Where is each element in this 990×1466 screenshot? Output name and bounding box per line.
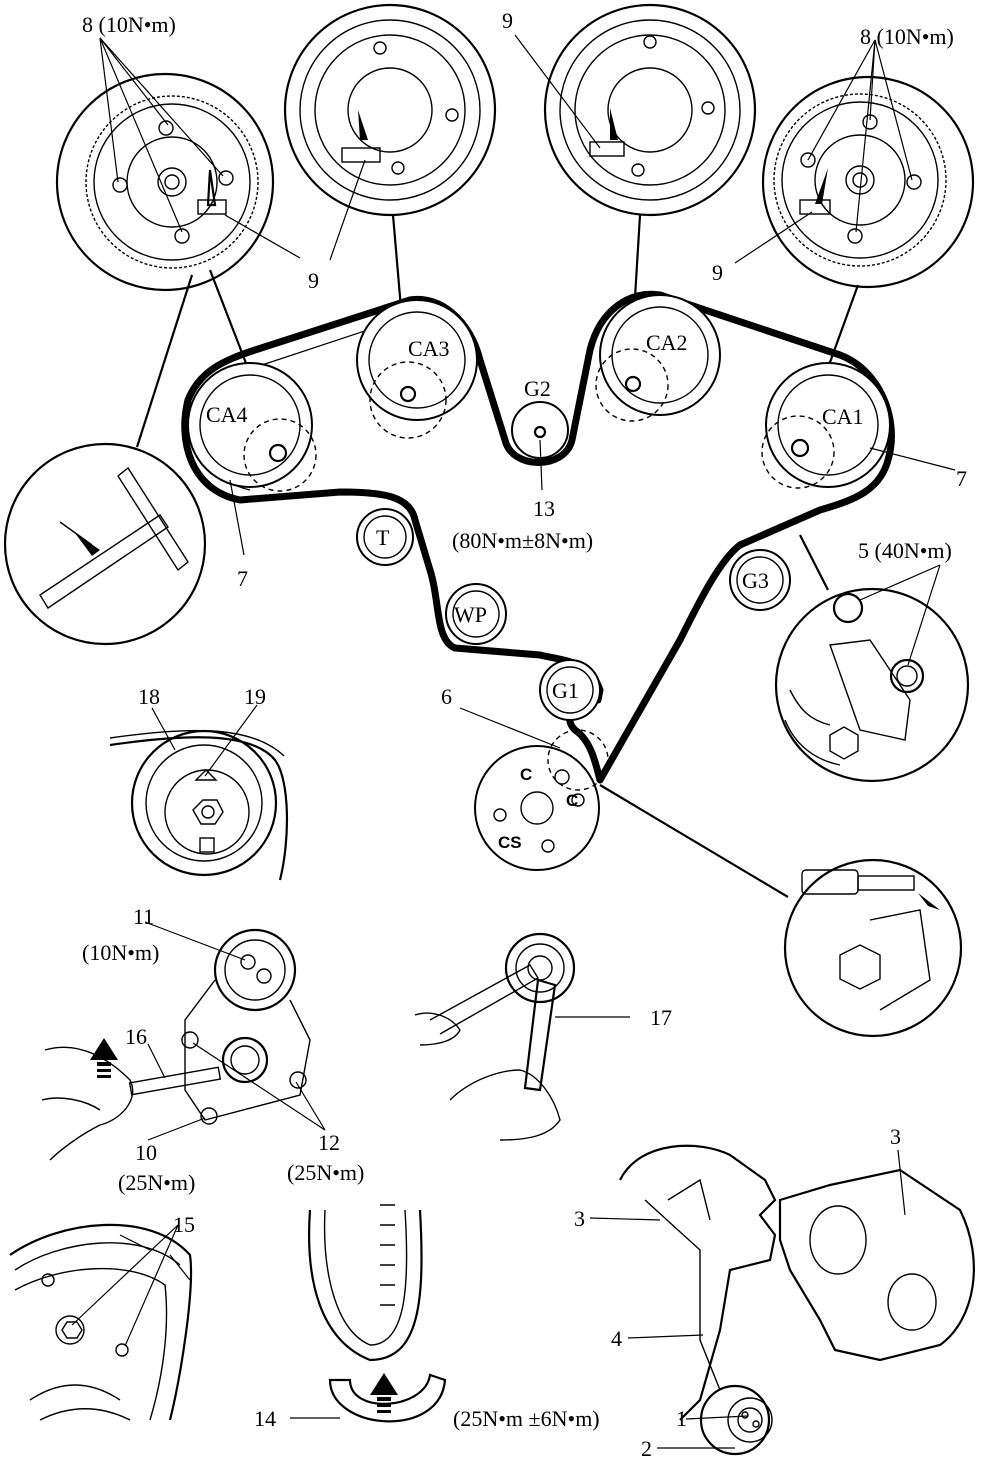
screw-icon [631,163,645,177]
label-17: 17 [650,1005,672,1030]
label-5: 5 (40N•m) [858,538,952,563]
sprocket-detail-15 [9,1223,193,1421]
hands-with-tool [414,932,576,1141]
g1-label: G1 [552,678,579,703]
label-9-top: 9 [502,8,513,33]
torque-12: (25N•m) [287,1160,364,1185]
screw-icon [445,108,459,122]
t-handle-tool-inset [3,274,207,646]
label-14: 14 [254,1406,276,1431]
wp-label: WP [454,602,487,627]
t-pulley: T [356,508,414,566]
label-19: 19 [244,684,266,709]
screw-icon [391,161,405,175]
label-1: 1 [676,1406,687,1431]
g3-pulley: G3 [729,549,791,611]
label-9-left: 9 [308,268,319,293]
label-6: 6 [441,684,452,709]
bolt-icon [800,152,816,168]
timing-covers [619,1144,975,1456]
g1-pulley: G1 [539,659,601,721]
bolt-icon [218,170,234,186]
torque-10: (25N•m) [118,1170,195,1195]
screw-icon [373,41,387,55]
ca1-label: CA1 [822,404,864,429]
label-11: 11 [133,904,154,929]
bolt-icon [112,177,128,193]
ca3-pulley: CA3 [356,299,478,439]
label-3-left: 3 [574,1206,585,1231]
label-18: 18 [138,684,160,709]
label-15: 15 [173,1212,195,1237]
label-12: 12 [318,1130,340,1155]
g3-label: G3 [742,568,769,593]
bolt-icon [158,120,174,136]
belt-segment-14 [308,1204,447,1423]
ca1-pulley: CA1 [761,362,891,489]
label-8-right: 8 (10N•m) [860,24,954,49]
label-7-right: 7 [956,466,967,491]
crank-c2-label: C [566,791,578,810]
ca4-label: CA4 [206,402,248,427]
label-10: 10 [135,1140,157,1165]
crank-c-label: C [520,765,532,784]
sensor-pin-inset [599,784,963,1038]
label-4: 4 [611,1326,622,1351]
ca3-label: CA3 [408,336,450,361]
bolt-icon [174,228,190,244]
wp-pulley: WP [445,583,507,645]
tensioner-detail [109,729,289,881]
ca2-label: CA2 [646,330,688,355]
label-9-right: 9 [712,260,723,285]
torque-13: (80N•m±8N•m) [452,528,593,553]
crankshaft-sprocket: C C CS [474,729,609,871]
g2-pulley: G2 [511,376,569,459]
crank-cs-label: CS [498,833,522,852]
torque-14: (25N•m ±6N•m) [453,1406,600,1431]
ca3-top-sprocket [283,3,497,217]
label-3-right: 3 [890,1124,901,1149]
left-cam-sprocket [55,72,275,292]
g2-label: G2 [524,376,551,401]
screw-icon [643,35,657,49]
label-16: 16 [125,1024,147,1049]
screw-icon [701,101,715,115]
bolt-icon [847,228,863,244]
label-8-left: 8 (10N•m) [82,12,176,37]
label-13: 13 [533,496,555,521]
ca2-top-sprocket [543,3,757,217]
t-label: T [376,525,390,550]
torque-11: (10N•m) [82,940,159,965]
ca2-pulley: CA2 [595,294,721,422]
label-7-left: 7 [237,566,248,591]
ca4-pulley: CA4 [187,362,317,492]
tensioner-assembly [41,928,311,1161]
bolt-icon [906,174,922,190]
label-2: 2 [641,1436,652,1461]
bolts-inset [774,534,970,783]
